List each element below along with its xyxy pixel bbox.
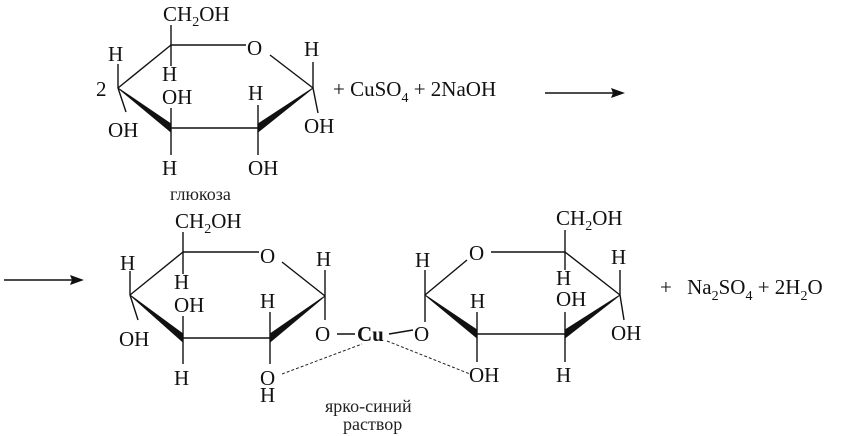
h-label: H	[260, 383, 275, 407]
o-label: O	[414, 322, 429, 346]
oh-label: OH	[119, 327, 149, 351]
o-label: O	[315, 322, 330, 346]
h-label: H	[415, 248, 430, 272]
oh-label: OH	[108, 118, 138, 142]
ch2oh-label: CH2OH	[163, 2, 230, 30]
h-label: H	[108, 42, 123, 66]
complex-right-residue: O CH2OH H H H H OH OH OH H	[415, 206, 641, 387]
copper-center: O Cu O ярко-синий раствор	[281, 322, 471, 434]
oh-label: OH	[556, 287, 586, 311]
h-label: H	[316, 247, 331, 271]
ch2oh-label: CH2OH	[556, 206, 623, 234]
products: + Na2SO4 + 2H2O	[660, 275, 823, 304]
coefficient-label: 2	[96, 77, 107, 101]
complex-left-residue: CH2OH O H H H OH H OH H O H	[119, 209, 331, 407]
products-label: + Na2SO4 + 2H2O	[660, 275, 823, 304]
h-label: H	[120, 251, 135, 275]
o-label: O	[260, 366, 275, 390]
oh-label: OH	[248, 156, 278, 180]
h-label: H	[611, 245, 626, 269]
h-label: H	[304, 37, 319, 61]
glucose-molecule: CH2OH O H H H 2 OH H OH OH H OH глюкоза	[96, 2, 334, 204]
copper-label: Cu	[357, 322, 384, 346]
h-label: H	[174, 366, 189, 390]
h-label: H	[248, 81, 263, 105]
h-label: H	[162, 62, 177, 86]
h-label: H	[162, 156, 177, 180]
caption-line1: ярко-синий	[325, 396, 412, 416]
oh-label: OH	[174, 293, 204, 317]
h-label: H	[470, 289, 485, 313]
h-label: H	[174, 270, 189, 294]
h-label: H	[260, 289, 275, 313]
h-label: H	[556, 363, 571, 387]
oh-label: OH	[611, 321, 641, 345]
oh-label: OH	[304, 114, 334, 138]
reagents-label: + CuSO4 + 2NaOH	[333, 77, 496, 106]
glucose-caption: глюкоза	[170, 184, 231, 204]
ch2oh-label: CH2OH	[175, 209, 242, 237]
reagents: + CuSO4 + 2NaOH	[333, 77, 496, 106]
caption-line2: раствор	[343, 414, 402, 434]
ring-oxygen-label: O	[469, 241, 484, 265]
reaction-arrow-top	[545, 88, 625, 98]
h-label: H	[556, 266, 571, 290]
oh-label: OH	[162, 85, 192, 109]
ring-oxygen-label: O	[247, 36, 262, 60]
oh-label: OH	[469, 363, 499, 387]
ring-oxygen-label: O	[260, 244, 275, 268]
reaction-arrow-continuation	[4, 275, 84, 285]
